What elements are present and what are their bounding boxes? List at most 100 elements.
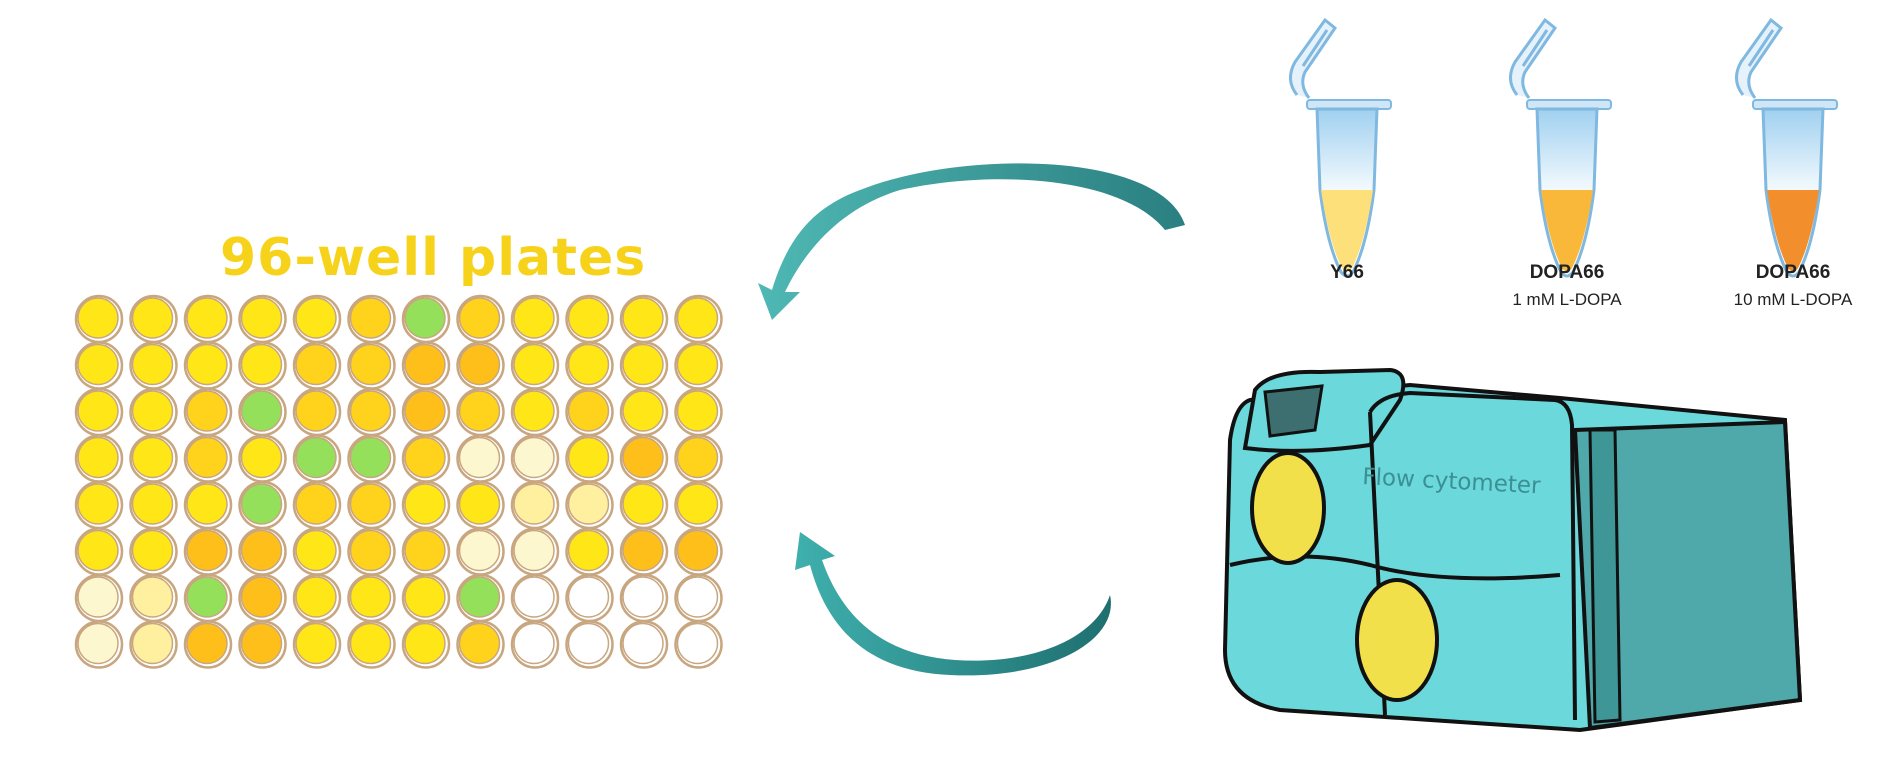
well bbox=[349, 343, 392, 386]
tube-1-name: Y66 bbox=[1330, 262, 1364, 283]
tube-2-condition: 1 mM L-DOPA bbox=[1512, 290, 1622, 309]
well bbox=[77, 297, 119, 339]
arrow-cytometer-to-plate bbox=[795, 532, 1111, 676]
tube-2 bbox=[1509, 17, 1612, 278]
well bbox=[295, 297, 337, 339]
tube-lid-detail bbox=[1747, 29, 1775, 67]
well bbox=[458, 576, 501, 618]
well-rim bbox=[619, 620, 669, 669]
well bbox=[513, 390, 555, 432]
well bbox=[349, 529, 392, 572]
well bbox=[622, 576, 664, 618]
well bbox=[131, 483, 174, 525]
well-rim bbox=[347, 620, 396, 669]
tube-label-1: Y66 bbox=[1217, 262, 1477, 290]
well bbox=[404, 529, 446, 572]
well-rim bbox=[456, 620, 505, 669]
well bbox=[295, 436, 337, 479]
well-rim bbox=[510, 620, 560, 669]
well bbox=[404, 622, 446, 665]
well bbox=[295, 576, 337, 618]
well bbox=[349, 436, 392, 479]
well-plate bbox=[74, 294, 723, 669]
well bbox=[567, 529, 610, 572]
well bbox=[240, 483, 283, 525]
well-rim bbox=[674, 620, 723, 669]
well bbox=[131, 529, 174, 572]
well bbox=[458, 390, 501, 432]
well bbox=[131, 390, 174, 432]
well bbox=[458, 483, 501, 525]
well bbox=[458, 529, 501, 572]
well bbox=[349, 622, 392, 665]
well-rim bbox=[129, 620, 178, 669]
well bbox=[622, 390, 664, 432]
plate-title: 96-well plates bbox=[220, 228, 647, 288]
well bbox=[77, 390, 119, 432]
well bbox=[240, 343, 283, 386]
well-rim bbox=[183, 620, 233, 669]
well bbox=[240, 576, 283, 618]
well bbox=[513, 483, 555, 525]
well bbox=[349, 483, 392, 525]
well bbox=[186, 483, 228, 525]
well bbox=[295, 622, 337, 665]
well bbox=[240, 529, 283, 572]
well bbox=[404, 483, 446, 525]
well bbox=[404, 297, 446, 339]
tube-liquid bbox=[1767, 190, 1819, 272]
well bbox=[676, 343, 719, 386]
tube-lid bbox=[1735, 17, 1784, 99]
arrow-top bbox=[758, 163, 1185, 320]
tube-1 bbox=[1289, 17, 1392, 278]
well-rim bbox=[565, 620, 614, 669]
well-rim bbox=[292, 620, 342, 669]
cytometer-side bbox=[1572, 419, 1803, 731]
tube-label-2: DOPA66 1 mM L-DOPA bbox=[1437, 262, 1697, 310]
well bbox=[186, 622, 228, 665]
well bbox=[295, 483, 337, 525]
tube-lid bbox=[1509, 17, 1558, 99]
cytometer-side-strip bbox=[1588, 428, 1622, 724]
tube-liquid bbox=[1321, 190, 1373, 272]
well bbox=[349, 297, 392, 339]
well bbox=[567, 622, 610, 665]
well bbox=[513, 436, 555, 479]
well bbox=[295, 529, 337, 572]
well bbox=[77, 529, 119, 572]
tube-lid-detail bbox=[1521, 29, 1549, 67]
well bbox=[186, 297, 228, 339]
tube-liquid bbox=[1541, 190, 1593, 272]
arrow-bottom bbox=[795, 532, 1111, 676]
well bbox=[513, 576, 555, 618]
well bbox=[240, 622, 283, 665]
tube-3-condition: 10 mM L-DOPA bbox=[1733, 290, 1853, 309]
well bbox=[186, 576, 228, 618]
well bbox=[186, 436, 228, 479]
well bbox=[240, 390, 283, 432]
well bbox=[404, 576, 446, 618]
well bbox=[676, 297, 719, 339]
well bbox=[622, 529, 664, 572]
well bbox=[404, 343, 446, 386]
tube-label-3: DOPA66 10 mM L-DOPA bbox=[1663, 262, 1896, 310]
well bbox=[676, 622, 719, 665]
well bbox=[458, 343, 501, 386]
well bbox=[131, 436, 174, 479]
tube-lid bbox=[1289, 17, 1338, 99]
well bbox=[622, 343, 664, 386]
well bbox=[622, 297, 664, 339]
well bbox=[131, 297, 174, 339]
well bbox=[240, 436, 283, 479]
well bbox=[513, 297, 555, 339]
well bbox=[622, 436, 664, 479]
flow-cytometer: Flow cytometer bbox=[1222, 367, 1803, 733]
tube-2-name: DOPA66 bbox=[1529, 262, 1605, 283]
well bbox=[513, 622, 555, 665]
well bbox=[131, 622, 174, 665]
well bbox=[295, 343, 337, 386]
well bbox=[404, 390, 446, 432]
well bbox=[186, 343, 228, 386]
cytometer-window-upper bbox=[1250, 451, 1326, 565]
well bbox=[676, 483, 719, 525]
